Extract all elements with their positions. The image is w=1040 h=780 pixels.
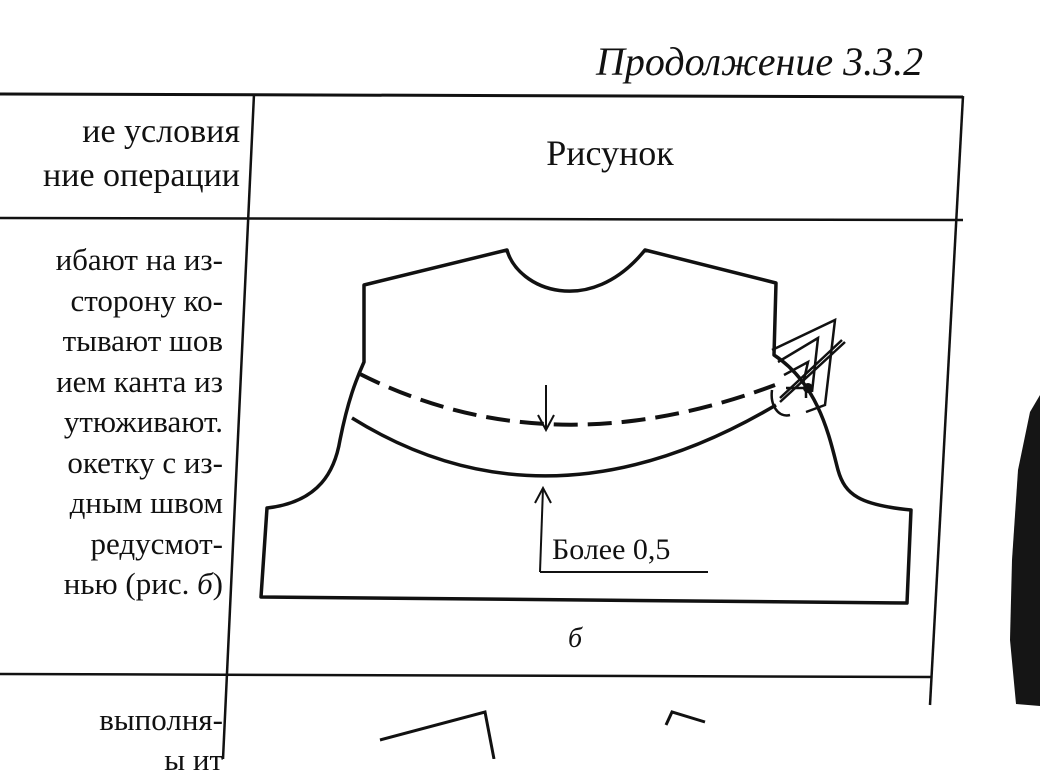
table-header-rule	[0, 216, 964, 222]
header-left-line: ие условия	[82, 113, 240, 150]
continuation-title: Продолжение 3.3.2	[596, 39, 924, 84]
seam-detail	[770, 317, 846, 417]
table-right-border	[928, 95, 965, 706]
description-line: дным швом	[69, 485, 223, 520]
yoke-edge-line	[351, 403, 777, 478]
next-figure-fragment-right	[664, 710, 706, 726]
header-left-line: ние операции	[43, 157, 240, 194]
table-column-divider	[221, 93, 256, 759]
operation-description: ибают на из- сторону ко- тывают шов ием …	[56, 240, 223, 605]
description-line: редусмот-	[90, 525, 223, 561]
yoke-seam-dashed	[357, 371, 776, 427]
next-figure-fragment-left	[379, 710, 496, 759]
scan-dark-edge	[1010, 395, 1040, 706]
next-row-line: ы ит	[164, 742, 223, 777]
description-text: )	[212, 566, 223, 601]
description-text: нью (рис.	[63, 566, 198, 601]
table-header-figure: Рисунок	[546, 133, 674, 173]
garment-outline	[259, 248, 913, 605]
description-line: ием канта из	[56, 363, 223, 399]
next-row-text: выполня- ы ит	[99, 700, 223, 780]
dimension-marker	[534, 385, 708, 573]
table-header-conditions: ие условия ние операции	[43, 110, 240, 198]
description-line: тывают шов	[62, 323, 223, 358]
description-line: ибают на из-	[55, 242, 223, 277]
table-top-rule	[0, 92, 964, 99]
description-line: окетку с из-	[67, 444, 223, 480]
next-row-line: выполня-	[99, 702, 223, 737]
seam-detail-dot	[803, 383, 813, 393]
dimension-label: Более 0,5	[552, 533, 671, 566]
figure-drawing	[0, 92, 1040, 759]
figure-ref: б	[197, 566, 213, 601]
table-row-rule	[0, 672, 933, 679]
figure-caption: б	[568, 623, 583, 654]
description-line: утюживают.	[63, 404, 223, 439]
description-line: нью (рис. б)	[56, 564, 223, 605]
description-line: сторону ко-	[70, 282, 223, 318]
